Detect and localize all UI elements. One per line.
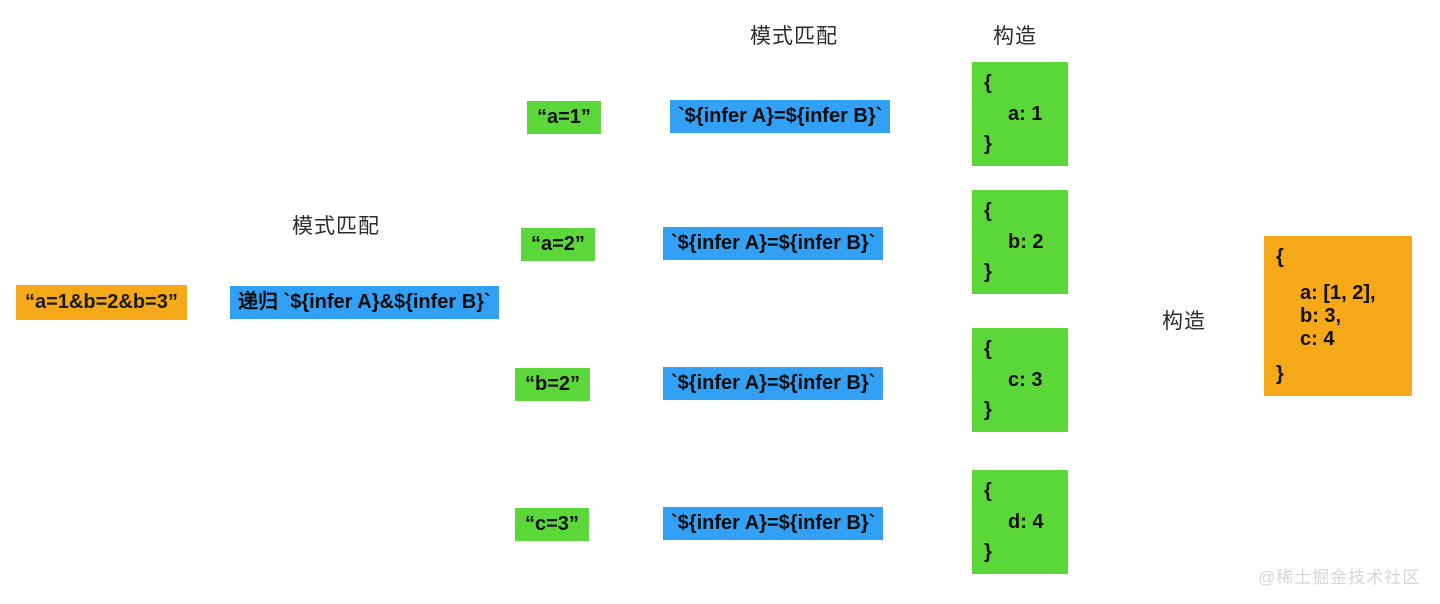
- result-entry: a: [1, 2],: [1300, 281, 1376, 304]
- pattern-chip-row-3: `${infer A}=${infer B}`: [663, 367, 884, 400]
- pattern-text-row-1: `${infer A}=${infer B}`: [670, 100, 891, 133]
- result-entry: b: 3,: [1300, 304, 1342, 327]
- input-source-string-chip: “a=1&b=2&b=3”: [16, 285, 187, 320]
- result-open-brace: {: [1276, 246, 1284, 268]
- object-entries-row-1: a: 1: [984, 103, 1056, 126]
- object-open-brace-row-1: {: [984, 72, 992, 94]
- object-close-brace-row-2: }: [984, 261, 992, 283]
- input-source-string-text: “a=1&b=2&b=3”: [16, 285, 187, 320]
- pattern-text-row-4: `${infer A}=${infer B}`: [663, 507, 884, 540]
- object-entry: a: 1: [1008, 102, 1043, 125]
- object-close-brace-row-4: }: [984, 541, 992, 563]
- object-entries-row-4: d: 4: [984, 511, 1056, 534]
- object-entry: b: 2: [1008, 230, 1044, 253]
- column-heading-construct-right: 构造: [1162, 310, 1206, 333]
- watermark: @稀土掘金技术社区: [1258, 568, 1421, 587]
- object-close-brace-row-3: }: [984, 399, 992, 421]
- object-entry: c: 3: [1008, 368, 1043, 391]
- object-entries-row-3: c: 3: [984, 369, 1056, 392]
- pattern-chip-row-1: `${infer A}=${infer B}`: [670, 100, 891, 133]
- result-entry: c: 4: [1300, 327, 1335, 350]
- recursive-pattern-text: 递归 `${infer A}&${infer B}`: [230, 286, 499, 319]
- recursive-pattern-chip: 递归 `${infer A}&${infer B}`: [230, 286, 499, 319]
- object-close-brace-row-1: }: [984, 133, 992, 155]
- result-object-box: { a: [1, 2], b: 3, c: 4 }: [1264, 236, 1412, 396]
- segment-chip-row-1: “a=1”: [527, 101, 601, 134]
- object-open-brace-row-2: {: [984, 200, 992, 222]
- segment-chip-row-2: “a=2”: [521, 228, 595, 261]
- object-box-row-2: { b: 2 }: [972, 190, 1068, 294]
- pattern-text-row-2: `${infer A}=${infer B}`: [663, 227, 884, 260]
- segment-text-row-3: “b=2”: [515, 368, 591, 401]
- result-entries: a: [1, 2], b: 3, c: 4: [1276, 282, 1400, 351]
- pattern-chip-row-2: `${infer A}=${infer B}`: [663, 227, 884, 260]
- pattern-text-row-3: `${infer A}=${infer B}`: [663, 367, 884, 400]
- column-heading-pattern-match-top: 模式匹配: [750, 25, 838, 48]
- column-heading-construct-top: 构造: [993, 25, 1037, 48]
- object-open-brace-row-3: {: [984, 338, 992, 360]
- object-entry: d: 4: [1008, 510, 1044, 533]
- column-heading-pattern-match-left: 模式匹配: [292, 215, 380, 238]
- pattern-chip-row-4: `${infer A}=${infer B}`: [663, 507, 884, 540]
- segment-chip-row-4: “c=3”: [515, 508, 589, 541]
- object-box-row-1: { a: 1 }: [972, 62, 1068, 166]
- segment-text-row-1: “a=1”: [527, 101, 601, 134]
- segment-text-row-4: “c=3”: [515, 508, 589, 541]
- object-entries-row-2: b: 2: [984, 231, 1056, 254]
- segment-chip-row-3: “b=2”: [515, 368, 591, 401]
- object-box-row-4: { d: 4 }: [972, 470, 1068, 574]
- segment-text-row-2: “a=2”: [521, 228, 595, 261]
- object-box-row-3: { c: 3 }: [972, 328, 1068, 432]
- result-close-brace: }: [1276, 363, 1284, 385]
- object-open-brace-row-4: {: [984, 480, 992, 502]
